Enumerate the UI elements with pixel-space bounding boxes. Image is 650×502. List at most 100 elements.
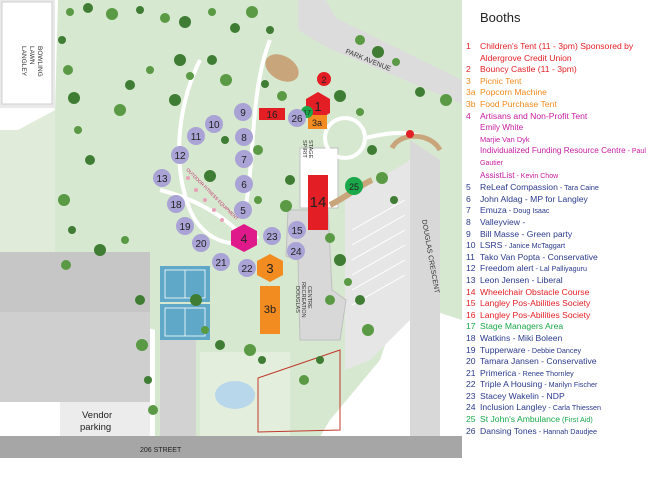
booth-3a-marker[interactable] (308, 115, 327, 129)
tree-icon (201, 326, 209, 334)
booth-6-marker[interactable] (235, 175, 253, 193)
booth-19-marker[interactable] (176, 217, 194, 235)
legend-item-number: 9 (466, 228, 471, 239)
tree-icon (299, 375, 309, 385)
tree-icon (125, 80, 135, 90)
tree-icon (174, 54, 186, 66)
tree-icon (334, 254, 346, 266)
booth-24-marker[interactable] (287, 242, 305, 260)
tree-icon (362, 324, 374, 336)
tree-icon (221, 136, 229, 144)
booth-3b-marker[interactable] (260, 286, 280, 334)
booth-22-marker[interactable] (238, 259, 256, 277)
tree-icon (160, 13, 170, 23)
booth-10-marker[interactable] (205, 115, 223, 133)
booth-7-marker[interactable] (235, 150, 253, 168)
legend-item-label: Wheelchair Obstacle Course (480, 286, 590, 297)
legend-item-number: 5 (466, 182, 471, 193)
booth-8-marker[interactable] (235, 128, 253, 146)
legend-item-label: Leon Jensen - Liberal (480, 274, 563, 285)
artisan-contact: - Paul Gautier (480, 147, 646, 168)
booth-3-label: 3 (266, 261, 273, 276)
booth-26-marker[interactable] (288, 109, 306, 127)
legend-item-label: Triple A Housing - Marilyn Fischer (480, 379, 598, 390)
artisan-item: Individualized Funding Resource Centre -… (480, 145, 646, 168)
legend-item-number: 3 (466, 75, 471, 86)
booth-16-marker[interactable] (259, 108, 285, 120)
tree-icon (94, 244, 106, 256)
legend-item-contact: - Doug Isaac (506, 206, 550, 216)
booth-23-marker[interactable] (263, 227, 281, 245)
booth-9-marker[interactable] (234, 103, 252, 121)
booth-14-marker[interactable] (308, 175, 328, 230)
tree-icon (415, 87, 425, 97)
tree-icon (392, 58, 400, 66)
legend-item-number: 15 (466, 298, 476, 309)
legend-item-number: 24 (466, 402, 476, 413)
legend-item-label: Watkins - Miki Boleen (480, 332, 563, 343)
booth-15-marker[interactable] (288, 221, 306, 239)
booth-5-marker[interactable] (234, 201, 252, 219)
tree-icon (325, 295, 335, 305)
legend-item-number: 18 (466, 332, 476, 343)
tree-icon (66, 8, 74, 16)
legend-item-number: 2 (466, 64, 471, 75)
tree-icon (266, 26, 274, 34)
legend-item-number: 20 (466, 356, 476, 367)
svg-text:BOWLING: BOWLING (36, 46, 43, 77)
legend-item-number: 26 (466, 425, 476, 436)
booth-25-marker[interactable] (345, 177, 363, 195)
legend-item-label: St John's Ambulance (First Aid) (480, 414, 593, 425)
legend-item-number: 17 (466, 321, 476, 332)
artisan-item: AssistList - Kevin Chow (480, 170, 559, 180)
svg-text:RECREATION: RECREATION (300, 282, 306, 318)
tree-icon (316, 356, 324, 364)
booth-3-marker[interactable] (257, 254, 283, 282)
tree-icon (258, 356, 266, 364)
street-206 (0, 436, 462, 458)
booth-markers: 14 16 1 2 3a 3 3b 4 25 17 (231, 72, 363, 334)
booth-2-label: 2 (321, 75, 326, 85)
booth-24-label: 24 (290, 247, 302, 258)
legend-item-number: 3b (466, 98, 476, 109)
legend-item-label: Tako Van Popta - Conservative (480, 251, 598, 262)
legend-item-label: Stacey Wakelin - NDP (480, 390, 565, 401)
booth-21-marker[interactable] (212, 253, 230, 271)
tree-icon (74, 126, 82, 134)
booth-13-marker[interactable] (153, 169, 171, 187)
booth-2-marker[interactable] (317, 72, 331, 86)
booth-11-label: 11 (191, 132, 202, 143)
booth-17-label: 17 (303, 110, 311, 117)
booth-11-marker[interactable] (187, 127, 205, 145)
legend-item-label: Valleyview - (480, 216, 526, 227)
legend-item: 26 Dansing Tones - Hannah Daudjee (466, 426, 650, 438)
booth-12-marker[interactable] (171, 146, 189, 164)
legend-item: 18 Watkins - Miki Boleen (466, 333, 650, 345)
legend-item-label: Bouncy Castle (11 - 3pm) (480, 64, 577, 75)
booth-20-label: 20 (195, 239, 207, 250)
booth-18-marker[interactable] (167, 195, 185, 213)
legend-item-label: Dansing Tones - Hannah Daudjee (480, 425, 598, 436)
tree-icon (68, 92, 80, 104)
legend-item-number: 10 (466, 240, 476, 251)
tree-icon (253, 145, 263, 155)
legend-item-label: Popcorn Machine (480, 87, 547, 98)
svg-text:CENTRE: CENTRE (306, 286, 312, 309)
trees (58, 3, 452, 415)
legend-item-number: 8 (466, 216, 471, 227)
recreation-centre-label: DOUGLAS (294, 286, 300, 313)
tree-icon (355, 35, 365, 45)
booth-4-marker[interactable] (231, 224, 257, 252)
legend-item-label: Emuza - Doug Isaac (480, 205, 550, 216)
tree-icon (355, 295, 365, 305)
booth-10-label: 10 (208, 120, 220, 131)
booth-20-marker[interactable] (192, 234, 210, 252)
